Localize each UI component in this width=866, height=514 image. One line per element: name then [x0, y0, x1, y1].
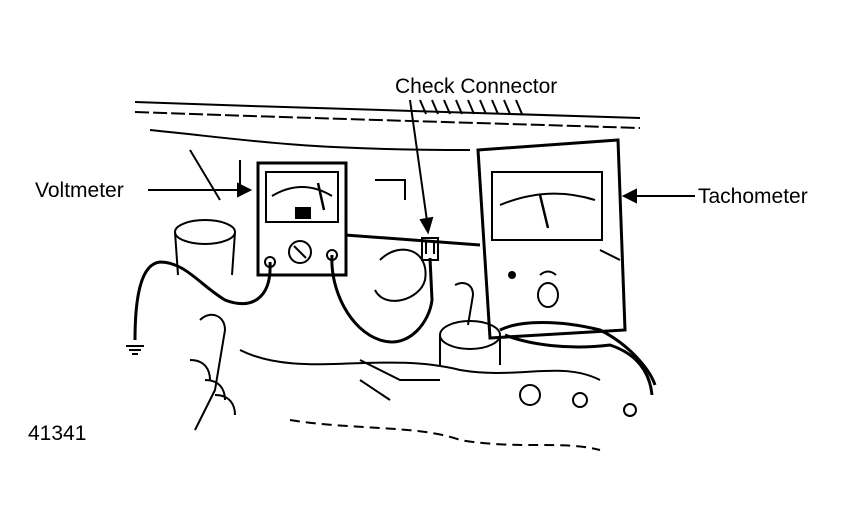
voltmeter-label: Voltmeter: [35, 179, 124, 202]
check-connector-label: Check Connector: [395, 75, 558, 98]
voltmeter-drawing: [256, 161, 348, 277]
ground-symbol-icon: [126, 345, 144, 355]
tachometer-drawing: [476, 138, 627, 340]
hood-outline: [134, 99, 641, 261]
label-arrows: [148, 99, 695, 235]
figure-number: 41341: [28, 422, 87, 445]
test-leads: [133, 254, 657, 396]
engine-components: [189, 248, 637, 451]
oil-filler-cap: [174, 219, 236, 276]
tachometer-label: Tachometer: [698, 185, 808, 208]
